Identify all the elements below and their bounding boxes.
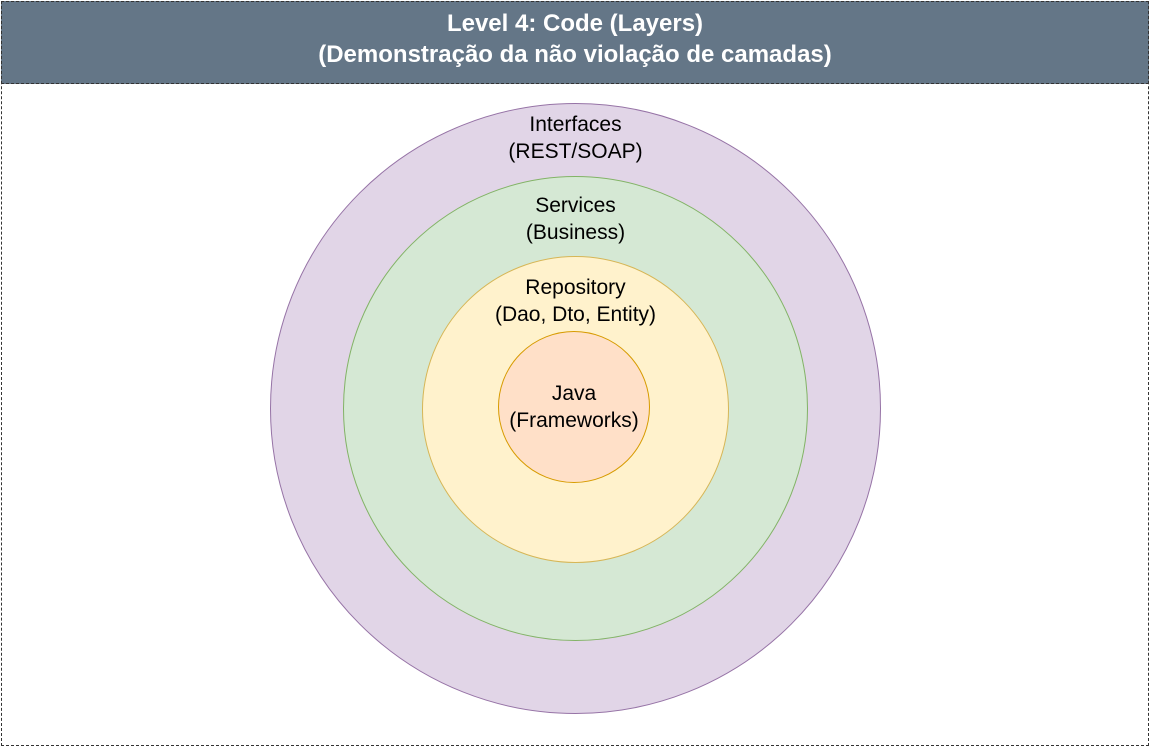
diagram-subtitle: (Demonstração da não violação de camadas… (318, 41, 832, 68)
layer-services-label: Services (Business) (344, 192, 807, 246)
diagram-header: Level 4: Code (Layers) (Demonstração da … (1, 1, 1149, 84)
layer-interfaces-subtitle: (REST/SOAP) (508, 140, 643, 163)
layer-java-title: Java (551, 382, 597, 405)
layer-interfaces-title: Interfaces (529, 113, 622, 136)
diagram-title: Level 4: Code (Layers) (446, 10, 704, 37)
layer-java-circle: Java (Frameworks) (498, 331, 650, 483)
layer-services-subtitle: (Business) (525, 221, 626, 244)
layer-repository-title: Repository (525, 276, 626, 299)
layer-java-subtitle: (Frameworks) (509, 409, 639, 432)
layer-interfaces-label: Interfaces (REST/SOAP) (271, 111, 880, 165)
layer-java-label: Java (Frameworks) (499, 380, 649, 434)
layer-repository-label: Repository (Dao, Dto, Entity) (423, 274, 728, 328)
layer-services-title: Services (535, 194, 616, 217)
layer-repository-subtitle: (Dao, Dto, Entity) (494, 303, 657, 326)
